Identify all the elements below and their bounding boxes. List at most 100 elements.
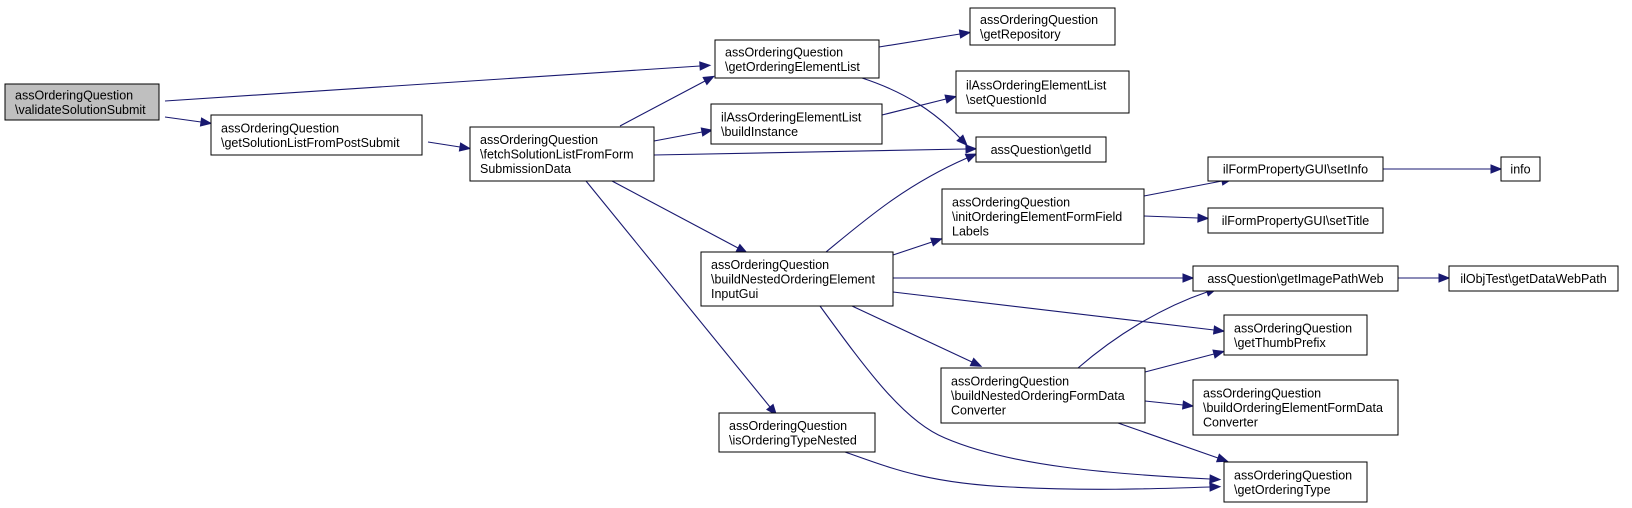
node-isOrderingTypeNested[interactable]: assOrderingQuestion\isOrderingTypeNested <box>718 412 876 453</box>
node-label-line: ilAssOrderingElementList <box>966 78 1107 92</box>
node-label-line: assOrderingQuestion <box>980 13 1098 27</box>
edge-line <box>881 98 947 116</box>
node-setTitle[interactable]: ilFormPropertyGUI\setTitle <box>1207 207 1384 234</box>
edge-line <box>1143 215 1199 219</box>
node-label-line: \buildInstance <box>721 125 798 139</box>
node-label-line: \fetchSolutionListFromForm <box>480 148 634 162</box>
node-label-line: Labels <box>952 225 989 239</box>
node-label-line: assOrderingQuestion <box>221 121 339 135</box>
node-label-line: info <box>1510 163 1530 177</box>
node-label-line: assOrderingQuestion <box>711 258 829 272</box>
edge-line <box>1144 400 1184 406</box>
node-label-line: \getOrderingType <box>1234 483 1331 497</box>
node-label-line: \getThumbPrefix <box>1234 336 1326 350</box>
node-getId[interactable]: assQuestion\getId <box>975 136 1107 163</box>
arrowhead <box>702 75 716 86</box>
edge-buildNestedOrderingFormDataConverter-to-buildOrderingElementFormDataConverter <box>1144 400 1195 410</box>
node-getDataWebPath[interactable]: ilObjTest\getDataWebPath <box>1448 265 1619 292</box>
node-buildOrderingElementFormDataConverter[interactable]: assOrderingQuestion\buildOrderingElement… <box>1192 379 1399 436</box>
arrowhead <box>1438 273 1451 283</box>
arrowhead <box>699 61 712 71</box>
node-getOrderingType[interactable]: assOrderingQuestion\getOrderingType <box>1223 461 1368 503</box>
node-label-line: \getOrderingElementList <box>725 60 860 74</box>
edge-getOrderingElementList-to-getId <box>861 77 968 147</box>
node-box <box>940 367 1146 424</box>
node-label-line: \initOrderingElementFormField <box>952 210 1122 224</box>
edge-line <box>619 80 706 127</box>
edge-initOrderingElementFormFieldLabels-to-setTitle <box>1143 213 1210 223</box>
arrowhead <box>1182 273 1195 283</box>
arrowhead <box>700 127 714 137</box>
edge-isOrderingTypeNested-to-getOrderingType <box>844 451 1222 492</box>
node-box <box>941 188 1145 245</box>
edge-fetchSolutionListFromFormSubmissionData-to-getOrderingElementList <box>619 75 716 127</box>
node-label-line: \validateSolutionSubmit <box>15 103 146 117</box>
edge-line <box>1077 291 1208 369</box>
edge-line <box>1117 422 1219 459</box>
node-label-line: Converter <box>1203 416 1258 430</box>
node-fetchSolutionListFromFormSubmissionData[interactable]: assOrderingQuestion\fetchSolutionListFro… <box>469 126 655 182</box>
arrowhead <box>766 403 778 416</box>
node-box <box>1207 207 1384 234</box>
arrowhead <box>1212 325 1226 335</box>
node-label-line: \setQuestionId <box>966 93 1047 107</box>
node-box <box>210 114 423 156</box>
node-validateSolutionSubmit[interactable]: assOrderingQuestion\validateSolutionSubm… <box>4 83 160 121</box>
node-box <box>700 251 894 307</box>
edge-line <box>427 141 461 148</box>
node-box <box>1223 461 1368 503</box>
node-label-line: InputGui <box>711 287 758 301</box>
node-setInfo[interactable]: ilFormPropertyGUI\setInfo <box>1207 156 1384 182</box>
node-getSolutionListFromPostSubmit[interactable]: assOrderingQuestion\getSolutionListFromP… <box>210 114 423 156</box>
node-getImagePathWeb[interactable]: assQuestion\getImagePathWeb <box>1192 265 1399 292</box>
node-label-line: \buildNestedOrderingElement <box>711 273 876 287</box>
edge-line <box>892 291 1215 331</box>
arrowhead <box>1212 349 1225 359</box>
arrowhead <box>735 243 749 254</box>
node-getOrderingElementList[interactable]: assOrderingQuestion\getOrderingElementLi… <box>714 39 880 79</box>
node-box <box>1192 265 1399 292</box>
edge-line <box>585 180 771 408</box>
node-label-line: assOrderingQuestion <box>729 419 847 433</box>
node-box <box>1207 156 1384 182</box>
node-label-line: ilObjTest\getDataWebPath <box>1460 272 1606 286</box>
edge-buildNestedOrderingFormDataConverter-to-getThumbPrefix <box>1144 349 1225 373</box>
node-box <box>955 70 1130 114</box>
node-getThumbPrefix[interactable]: assOrderingQuestion\getThumbPrefix <box>1223 314 1368 356</box>
edge-line <box>861 77 961 139</box>
node-box <box>1192 379 1399 436</box>
node-buildNestedOrderingElementInputGui[interactable]: assOrderingQuestion\buildNestedOrderingE… <box>700 251 894 307</box>
node-label-line: assOrderingQuestion <box>15 88 133 102</box>
node-info[interactable]: info <box>1500 156 1541 182</box>
node-buildInstance[interactable]: ilAssOrderingElementList\buildInstance <box>710 103 883 145</box>
node-label-line: assOrderingQuestion <box>1234 468 1352 482</box>
arrowhead <box>1490 164 1503 174</box>
arrowhead <box>1197 213 1210 223</box>
arrowhead <box>1209 482 1222 492</box>
node-label-line: assOrderingQuestion <box>951 375 1069 389</box>
arrowhead <box>1182 400 1195 410</box>
node-box <box>4 83 160 121</box>
edge-line <box>892 241 933 256</box>
arrowhead <box>944 94 958 104</box>
edge-line <box>164 65 701 102</box>
edge-buildNestedOrderingElementInputGui-to-getOrderingType <box>819 305 1222 484</box>
arrowhead <box>969 357 983 367</box>
node-label-line: ilFormPropertyGUI\setTitle <box>1222 214 1370 228</box>
edge-line <box>1144 353 1215 373</box>
arrowhead <box>958 29 972 39</box>
node-setQuestionId[interactable]: ilAssOrderingElementList\setQuestionId <box>955 70 1130 114</box>
node-label-line: ilAssOrderingElementList <box>721 110 862 124</box>
node-buildNestedOrderingFormDataConverter[interactable]: assOrderingQuestion\buildNestedOrderingF… <box>940 367 1146 424</box>
edge-getImagePathWeb-to-getDataWebPath <box>1398 273 1451 283</box>
edge-line <box>851 305 973 363</box>
node-initOrderingElementFormFieldLabels[interactable]: assOrderingQuestion\initOrderingElementF… <box>941 188 1145 245</box>
node-box <box>710 103 883 145</box>
node-label-line: assQuestion\getId <box>991 143 1092 157</box>
node-getRepository[interactable]: assOrderingQuestion\getRepository <box>969 7 1116 46</box>
edge-buildNestedOrderingElementInputGui-to-getImagePathWeb <box>893 273 1195 283</box>
node-label-line: Converter <box>951 404 1006 418</box>
node-label-line: assOrderingQuestion <box>952 196 1070 210</box>
edge-buildNestedOrderingElementInputGui-to-getThumbPrefix <box>892 291 1226 335</box>
edge-line <box>844 451 1211 490</box>
